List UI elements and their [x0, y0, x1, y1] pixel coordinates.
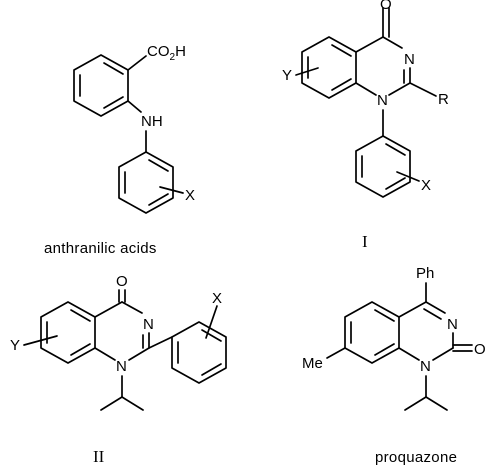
bond-to-nh — [127, 100, 142, 113]
bond-c2-n1 — [128, 347, 150, 361]
bond-c4-n3 — [121, 301, 143, 314]
phenyl-ring-lower — [118, 151, 174, 214]
c2-aryl-ring — [171, 321, 227, 384]
isopropyl-methyl-bond — [100, 396, 123, 411]
bond-to-x — [396, 171, 420, 182]
caption-compound-I: I — [362, 232, 368, 251]
aromatic-double-bond — [331, 44, 352, 57]
aromatic-double-bond — [103, 96, 124, 109]
ring-nitrogen-n1: N — [420, 358, 431, 375]
bond-c4-n3 — [382, 36, 403, 49]
bond-to-y — [295, 67, 319, 76]
bond-to-methyl — [326, 347, 346, 359]
ring-nitrogen-n3: N — [143, 316, 154, 333]
ring-nitrogen-n1: N — [116, 358, 127, 375]
caption-anthranilic-acids: anthranilic acids — [44, 240, 157, 257]
bond-c2-n1 — [388, 82, 411, 96]
benzo-ring — [40, 301, 96, 364]
benzo-ring — [301, 36, 357, 99]
bond-c4-n3 — [425, 301, 446, 314]
bond-c2-r — [409, 82, 437, 97]
bond-c2-to-aryl — [148, 336, 173, 349]
carbonyl-oxygen: O — [116, 273, 128, 290]
carboxyl-group: CO2H — [147, 43, 186, 63]
ring-nitrogen-n1: N — [377, 92, 388, 109]
bond-to-carboxyl — [127, 55, 147, 71]
structure-compound-II: O N N Y X II — [10, 273, 227, 466]
aromatic-double-bond — [70, 309, 91, 322]
benzene-ring-upper — [73, 54, 129, 117]
x-substituent-label: X — [212, 290, 222, 307]
ring-nitrogen-n3: N — [404, 51, 415, 68]
structure-compound-I: O N R N Y X I — [282, 0, 449, 251]
n-aryl-ring — [355, 135, 411, 198]
aromatic-double-bond — [70, 343, 91, 356]
carbonyl-oxygen: O — [474, 341, 486, 358]
carbonyl-oxygen: O — [380, 0, 392, 13]
bond-to-x — [159, 186, 184, 194]
aromatic-double-bond — [374, 309, 395, 322]
aromatic-double-bond — [331, 78, 352, 91]
benzo-ring — [344, 301, 400, 364]
r-group-label: R — [438, 91, 449, 108]
aromatic-double-bond — [385, 143, 406, 156]
structure-proquazone: Me Ph N O N proquazone — [302, 265, 486, 466]
isopropyl-methyl-bond — [121, 396, 144, 411]
c4-n3-double-bond — [423, 308, 442, 320]
bond-c4a-c4 — [398, 301, 427, 318]
x-substituent-label: X — [185, 187, 195, 204]
caption-proquazone: proquazone — [375, 449, 457, 466]
aromatic-double-bond — [148, 193, 169, 206]
x-substituent-label: X — [421, 177, 431, 194]
aromatic-double-bond — [201, 329, 222, 342]
aromatic-double-bond — [148, 159, 169, 172]
bond-n1-c8a — [94, 347, 116, 361]
bond-c4a-c4 — [355, 36, 384, 53]
bond-n1-c8a — [398, 347, 420, 361]
ring-nitrogen-n3: N — [447, 316, 458, 333]
aromatic-double-bond — [385, 177, 406, 190]
y-substituent-label: Y — [10, 337, 20, 354]
structure-anthranilic-acids: CO2H NH X anthranilic acids — [44, 43, 195, 257]
isopropyl-methyl-bond — [425, 396, 448, 411]
bond-c4a-c4 — [94, 301, 123, 318]
bond-c2-n1 — [432, 347, 454, 361]
phenyl-label: Ph — [416, 265, 434, 282]
bond-n1-c8a — [355, 82, 377, 96]
caption-compound-II: II — [93, 447, 105, 466]
methyl-label: Me — [302, 355, 323, 372]
isopropyl-methyl-bond — [404, 396, 427, 411]
aromatic-double-bond — [103, 62, 124, 75]
aromatic-double-bond — [201, 363, 222, 376]
y-substituent-label: Y — [282, 67, 292, 84]
aromatic-double-bond — [374, 343, 395, 356]
bond-to-y — [23, 335, 58, 346]
nh-label: NH — [141, 113, 163, 130]
bond-to-x — [205, 305, 218, 339]
